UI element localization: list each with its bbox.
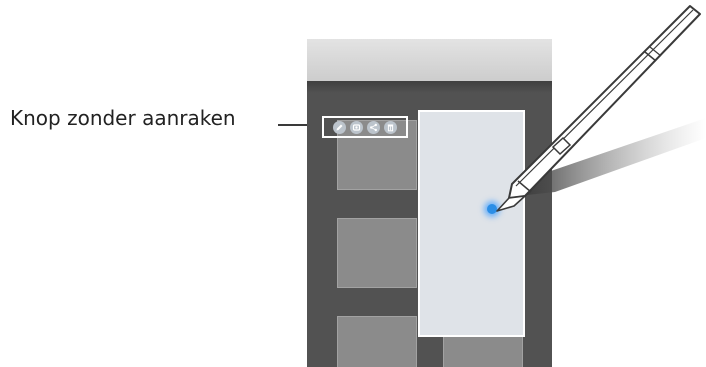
stylus [497, 6, 700, 211]
